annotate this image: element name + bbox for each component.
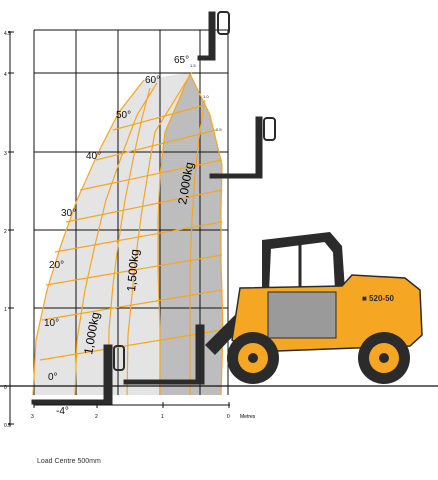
extension-1.0: 1.0 [203,94,209,99]
angle-minus-4: -4° [56,406,69,417]
fork-top [197,11,230,61]
zone-1500kg [108,74,190,395]
load-label-1500kg: 1,500kg [124,249,142,293]
telehandler-icon: ■ 520-50 [205,232,423,384]
angle-10: 10° [44,318,59,329]
reach-tick-2: 2 [95,414,98,420]
reach-tick-0: 0 [227,414,230,420]
angle-40: 40° [86,151,101,162]
load-centre-note: Load Centre 500mm [37,458,101,465]
extension-0.5: 0.5 [216,127,222,132]
reach-unit: Metres [240,414,256,420]
height-tick-1: 1 [4,307,7,313]
zone-2000kg [158,74,223,395]
reach-axis: 3 2 1 0 Metres [31,402,256,420]
height-tick-0.5: 0.5 [4,423,11,429]
angle-60: 60° [145,75,160,86]
fork-ground [123,324,205,385]
reach-tick-3: 3 [31,414,34,420]
reach-arcs [32,71,224,396]
angle-labels: 65° 60° 50° 40° 30° 20° 10° 0° -4° [44,55,189,417]
height-tick-0: 0 [4,385,7,391]
reach-tick-1: 1 [161,414,164,420]
angle-0: 0° [48,372,58,383]
height-tick-4.5: 4.5 [4,31,11,37]
height-axis: 4.5 4 3 2 1 0 0.5 [4,31,14,429]
angle-20: 20° [49,260,64,271]
angle-65: 65° [174,55,189,66]
extension-labels: 1.5 1.0 0.5 [190,63,222,132]
height-tick-4: 4 [4,72,7,78]
zone-1000kg [33,72,192,395]
angle-50: 50° [116,110,131,121]
fork-bottom [31,344,125,405]
fork-mid [209,116,276,179]
height-tick-3: 3 [4,151,7,157]
machine-badge: ■ 520-50 [362,294,395,303]
angle-30: 30° [61,208,76,219]
extension-1.5: 1.5 [190,63,196,68]
height-tick-2: 2 [4,229,7,235]
